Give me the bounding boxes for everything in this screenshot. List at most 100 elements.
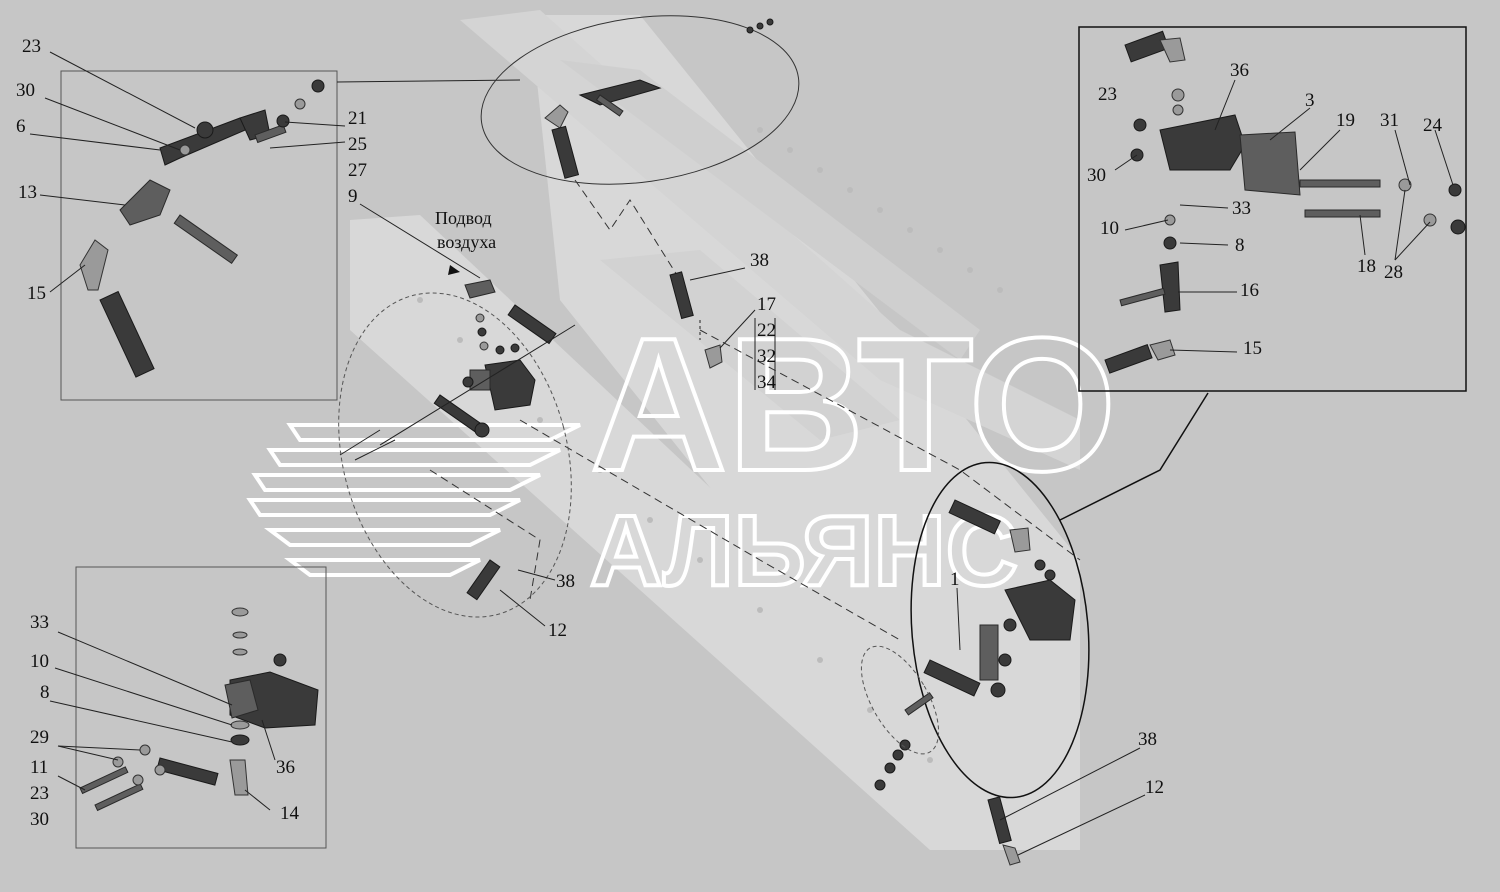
bracket-part xyxy=(1239,131,1301,196)
caption-line1: Подвод xyxy=(435,208,492,228)
label-tl-27: 27 xyxy=(348,160,367,181)
label-bl-14: 14 xyxy=(280,803,300,824)
washer-part xyxy=(179,144,191,156)
bolt-part xyxy=(79,766,129,795)
leader-lines-top-right xyxy=(1114,79,1454,353)
hose-lower-middle xyxy=(466,271,723,601)
label-bl-36: 36 xyxy=(276,757,295,778)
elbow-part xyxy=(544,104,569,129)
hose-part xyxy=(669,271,694,320)
connector-part xyxy=(595,94,624,117)
vehicle-frame xyxy=(350,10,1080,850)
label-bl-10: 10 xyxy=(30,651,49,672)
elbow-part xyxy=(1002,844,1021,866)
valve-head-part xyxy=(224,679,259,719)
elbow-part xyxy=(1159,37,1186,63)
bolt-part xyxy=(1299,179,1381,188)
watermark-emblem-icon xyxy=(246,423,581,577)
tee-fitting-part xyxy=(119,179,171,226)
connector-part xyxy=(173,214,239,265)
label-tr-33: 33 xyxy=(1232,198,1251,219)
label-c-22: 22 xyxy=(757,320,776,341)
hose-part xyxy=(948,499,1001,535)
nut-part xyxy=(311,79,325,93)
label-tl-13: 13 xyxy=(18,182,37,203)
leader-lines-center xyxy=(499,267,776,627)
bolt-part xyxy=(1304,209,1381,218)
tee-fitting-part xyxy=(464,279,496,299)
label-tl-30: 30 xyxy=(16,80,35,101)
detail-bottom-right xyxy=(860,392,1209,866)
detail-top-center xyxy=(480,15,800,185)
label-tr-30: 30 xyxy=(1087,165,1106,186)
detail-middle xyxy=(338,265,576,618)
bolt-part xyxy=(94,783,144,812)
hose-part xyxy=(551,125,580,179)
bolt-part xyxy=(904,692,934,716)
label-c-32: 32 xyxy=(757,346,776,367)
callout-labels: 23 30 6 13 15 21 25 27 9 Подвод воздуха … xyxy=(16,36,1443,830)
watermark-logo: АВТО АЛЬЯНС xyxy=(246,297,1118,609)
caption-line2: воздуха xyxy=(437,232,496,252)
label-tl-15: 15 xyxy=(27,283,46,304)
label-br-38: 38 xyxy=(1138,729,1157,750)
valve-part xyxy=(1159,114,1246,171)
hose-part xyxy=(1124,30,1170,63)
label-m-38: 38 xyxy=(556,571,575,592)
air-line-routes xyxy=(429,179,1081,641)
hose-part xyxy=(99,290,155,378)
washer-part xyxy=(276,114,290,128)
label-br-1: 1 xyxy=(950,569,960,590)
label-bl-30: 30 xyxy=(30,809,49,830)
elbow-part xyxy=(79,239,109,291)
leader-lines-top-left xyxy=(29,51,521,293)
connector-part xyxy=(1119,287,1166,307)
label-c-17: 17 xyxy=(757,294,776,315)
hose-part xyxy=(987,796,1012,845)
elbow-part xyxy=(1009,527,1031,553)
label-bl-23: 23 xyxy=(30,783,49,804)
inset-top-left xyxy=(60,70,338,401)
bracket-part xyxy=(979,624,999,681)
label-tr-19: 19 xyxy=(1336,110,1355,131)
leader-lines-bottom-left xyxy=(49,631,276,811)
label-tl-9: 9 xyxy=(348,186,358,207)
washer-part xyxy=(294,98,306,110)
elbow-part xyxy=(229,759,249,796)
label-tr-31: 31 xyxy=(1380,110,1399,131)
inset-bottom-left xyxy=(75,566,327,849)
inset-top-right xyxy=(1078,26,1467,392)
label-bl-29: 29 xyxy=(30,727,49,748)
label-tr-15: 15 xyxy=(1243,338,1262,359)
label-tr-36: 36 xyxy=(1230,60,1249,81)
label-c-38: 38 xyxy=(750,250,769,271)
label-tl-25: 25 xyxy=(348,134,367,155)
label-tl-6: 6 xyxy=(16,116,26,137)
hose-part xyxy=(923,659,981,697)
elbow-part xyxy=(1149,339,1176,361)
watermark-line2: АЛЬЯНС xyxy=(590,495,1018,607)
hose-part xyxy=(466,559,501,601)
label-tr-8: 8 xyxy=(1235,235,1245,256)
elbow-part xyxy=(704,344,723,369)
bolt-part xyxy=(254,124,287,144)
label-br-12: 12 xyxy=(1145,777,1164,798)
label-tr-23: 23 xyxy=(1098,84,1117,105)
label-bl-11: 11 xyxy=(30,757,48,778)
label-tr-28: 28 xyxy=(1384,262,1403,283)
label-bl-33: 33 xyxy=(30,612,49,633)
hose-part xyxy=(156,757,219,786)
nut-part xyxy=(196,121,214,139)
leader-lines-bottom-right xyxy=(956,587,1146,856)
label-bl-8: 8 xyxy=(40,682,50,703)
label-tr-3: 3 xyxy=(1305,90,1315,111)
label-tl-23: 23 xyxy=(22,36,41,57)
label-tr-16: 16 xyxy=(1240,280,1259,301)
hose-part xyxy=(1104,343,1153,374)
tee-fitting-part xyxy=(1159,261,1181,313)
valve-part xyxy=(1004,579,1076,641)
label-m-12: 12 xyxy=(548,620,567,641)
label-tr-10: 10 xyxy=(1100,218,1119,239)
